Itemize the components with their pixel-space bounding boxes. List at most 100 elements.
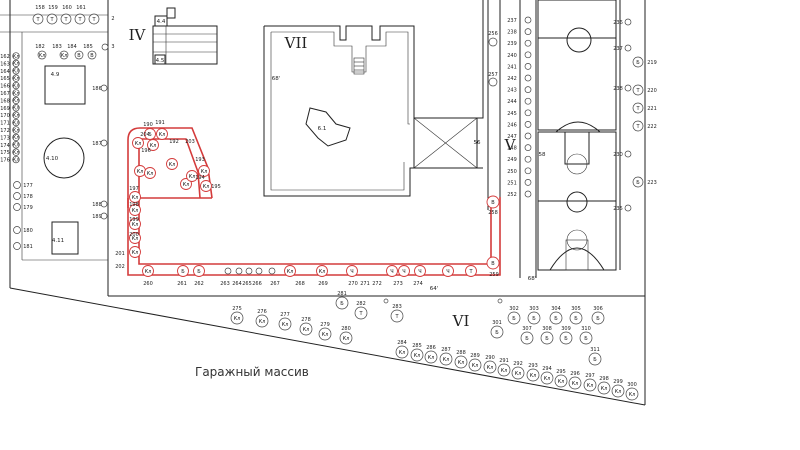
- tree-number: 304: [551, 306, 561, 312]
- svg-text:56: 56: [474, 140, 481, 146]
- walkway-tree-symbol: Б: [197, 269, 201, 275]
- svg-text:180: 180: [23, 228, 33, 234]
- tree-number: 175: [0, 150, 10, 156]
- tree-symbol: Кл: [13, 69, 20, 75]
- zone-vi-tree-symbol: Кл: [322, 332, 329, 338]
- zone-vi-tree-symbol: Кл: [472, 363, 479, 369]
- zone-vi-tree-marker: [568, 376, 582, 390]
- zone-vi-tree-symbol: Т: [394, 314, 399, 320]
- tree-number: 165: [0, 76, 10, 82]
- zone-vi-tree-marker: [597, 381, 611, 395]
- zone-vi: VI Кл275Кл276Кл277Кл278Кл279Кл280Б281Т28…: [230, 291, 639, 401]
- tree-number: 193: [195, 157, 205, 163]
- zone-vi-tree-marker: [490, 325, 504, 339]
- walkway-tree-marker: [442, 265, 454, 277]
- tree-number: 252: [507, 192, 517, 198]
- zone-vi-tree-marker: [611, 384, 625, 398]
- tree-symbol: Т: [635, 106, 640, 112]
- zone-vi-tree-marker: [579, 331, 593, 345]
- field-side-trees: 2372382392402412422432442452462472482492…: [507, 16, 657, 212]
- svg-text:Т: Т: [77, 17, 82, 23]
- tree-number: 162: [0, 54, 10, 60]
- tree-symbol: Кл: [13, 76, 20, 82]
- svg-text:В: В: [491, 261, 495, 267]
- zone-vi-tree-symbol: Кл: [530, 373, 537, 379]
- tree-marker: [632, 84, 644, 96]
- zone-vi-tree-marker: [410, 348, 424, 362]
- tree-marker: [12, 148, 20, 156]
- tree-number: 246: [507, 122, 517, 128]
- zone-vi-tree-symbol: Кл: [343, 336, 350, 342]
- tree-number: 240: [507, 53, 517, 59]
- tree-number: 230: [613, 152, 623, 158]
- red-walkway: [127, 127, 501, 276]
- svg-text:64': 64': [430, 286, 439, 292]
- svg-text:158: 158: [35, 5, 45, 11]
- walkway-tree-marker: [346, 265, 358, 277]
- zone-vi-tree-symbol: Б: [596, 316, 600, 322]
- svg-text:160: 160: [62, 5, 72, 11]
- tree-number: 291: [499, 358, 509, 364]
- walkway-tree-marker: [414, 265, 426, 277]
- walkway-tree-marker: [129, 232, 141, 244]
- tree-number: 163: [0, 61, 10, 67]
- svg-text:68': 68': [528, 276, 537, 282]
- tree-marker: [524, 39, 532, 47]
- walkway-tree-symbol: Кл: [183, 182, 190, 188]
- tree-symbol: Б: [636, 60, 640, 66]
- zone-vi-tree-marker: [520, 331, 534, 345]
- tree-number: 166: [0, 84, 10, 90]
- walkway-tree-symbol: Кл: [150, 143, 157, 149]
- walkway-tree-marker: [147, 139, 159, 151]
- tree-marker: [524, 132, 532, 140]
- svg-text:177: 177: [23, 183, 33, 189]
- zone-vi-tree-symbol: Кл: [303, 327, 310, 333]
- zone-vi-tree-symbol: Кл: [259, 319, 266, 325]
- tree-marker: [524, 144, 532, 151]
- tree-number: 248: [507, 146, 517, 152]
- zone-vi-tree-marker: [526, 368, 540, 382]
- svg-text:187: 187: [92, 141, 102, 147]
- tree-number: 191: [155, 120, 165, 126]
- tree-number: 173: [0, 135, 10, 141]
- svg-text:266: 266: [252, 281, 262, 287]
- walkway-tree-marker: [177, 265, 189, 277]
- tree-marker: [12, 104, 20, 112]
- walkway-tree-symbol: Кл: [201, 169, 208, 175]
- svg-text:Кл: Кл: [39, 53, 46, 59]
- tree-number: 289: [470, 353, 480, 359]
- tree-number: 198: [129, 202, 139, 208]
- walkway-tree-marker: [144, 128, 156, 140]
- walkway-tree-symbol: Кл: [135, 141, 142, 147]
- zone-vi-tree-symbol: Б: [584, 336, 588, 342]
- tree-number: 170: [0, 113, 10, 119]
- tree-symbol: Кл: [13, 135, 20, 141]
- left-lower-trees: 177 178 179 180 181: [13, 181, 33, 250]
- zone-vi-tree-symbol: Б: [512, 316, 516, 322]
- svg-text:V: V: [504, 136, 517, 154]
- zone-vi-tree-symbol: Б: [340, 301, 344, 307]
- tree-number: 290: [485, 355, 495, 361]
- walkway-tree-marker: [129, 246, 141, 258]
- tree-number: 295: [556, 369, 566, 375]
- tree-marker: [524, 16, 532, 24]
- site-boundaries: [0, 0, 646, 406]
- tree-number: 245: [507, 111, 517, 117]
- tree-number: 280: [341, 326, 351, 332]
- tree-number: 275: [232, 306, 242, 312]
- svg-text:263: 263: [220, 281, 230, 287]
- zone-vi-tree-marker: [390, 309, 404, 323]
- svg-text:Т: Т: [49, 17, 54, 23]
- tree-number: 300: [627, 382, 637, 388]
- tree-marker: [624, 18, 632, 26]
- zone-vi-tree-symbol: Кл: [458, 360, 465, 366]
- tree-number: 172: [0, 128, 10, 134]
- zone-vi-tree-symbol: Кл: [558, 379, 565, 385]
- zone-vi-tree-symbol: Б: [574, 316, 578, 322]
- walkway-tree-marker: [200, 180, 212, 192]
- tree-symbol: Кл: [13, 98, 20, 104]
- tree-marker: [524, 179, 532, 186]
- tree-marker: [624, 84, 632, 92]
- tree-number: 294: [542, 366, 552, 372]
- walkway-tree-marker: [198, 165, 210, 177]
